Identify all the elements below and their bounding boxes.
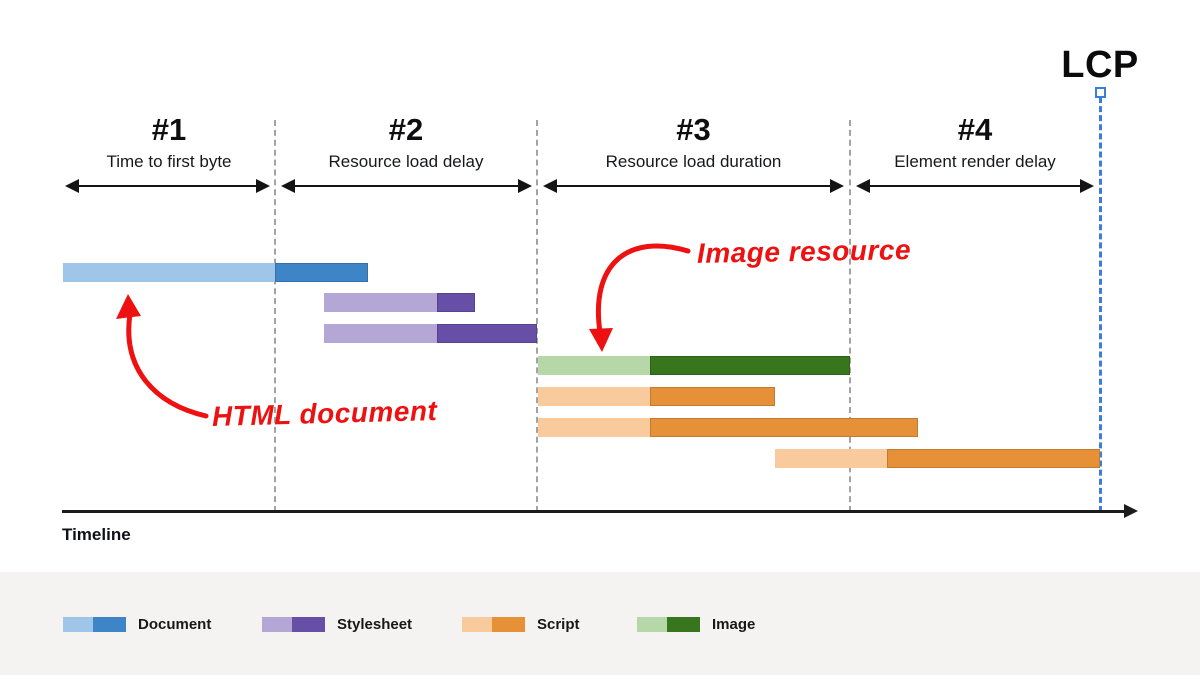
legend-band xyxy=(0,572,1200,675)
legend-swatch-stylesheet-dark xyxy=(292,617,325,632)
image-resource-annotation: Image resource xyxy=(696,234,912,269)
script-bar-segment-dark xyxy=(650,387,775,406)
document-bar-segment-light xyxy=(63,263,275,282)
phase-range-arrow-4 xyxy=(856,179,1094,193)
legend-label-script: Script xyxy=(537,616,580,633)
phase-range-arrow-3 xyxy=(543,179,844,193)
stylesheet-bar-segment-dark xyxy=(437,324,537,343)
script-bar-segment-light xyxy=(775,449,887,468)
curved-arrow-to-document-bar xyxy=(116,294,209,419)
timeline-axis xyxy=(62,510,1124,513)
lcp-label: LCP xyxy=(1061,44,1139,86)
legend-swatch-stylesheet xyxy=(262,617,325,632)
legend-swatch-image xyxy=(637,617,700,632)
curved-arrow-to-image-bar xyxy=(589,243,691,352)
phase-number-3: #3 xyxy=(676,112,711,147)
legend-swatch-image-dark xyxy=(667,617,700,632)
phase-number-1: #1 xyxy=(151,112,187,147)
stylesheet-bar-segment-light xyxy=(324,324,437,343)
legend-swatch-document-dark xyxy=(93,617,126,632)
legend-swatch-script xyxy=(462,617,525,632)
legend-swatch-script-dark xyxy=(492,617,525,632)
image-bar-segment-light xyxy=(538,356,650,375)
phase-range-arrow-1 xyxy=(65,179,270,193)
divider-line-2 xyxy=(536,120,538,512)
divider-line-3 xyxy=(849,120,851,512)
script-bar-segment-light xyxy=(538,418,650,437)
legend-swatch-image-light xyxy=(637,617,667,632)
phase-range-arrow-2 xyxy=(281,179,532,193)
phase-label-3: Resource load duration xyxy=(605,152,782,171)
legend-label-image: Image xyxy=(712,616,756,633)
script-bar-segment-dark xyxy=(650,418,918,437)
legend-swatch-stylesheet-light xyxy=(262,617,292,632)
legend-swatch-script-light xyxy=(462,617,492,632)
script-bar-segment-dark xyxy=(887,449,1100,468)
document-bar-segment-dark xyxy=(275,263,368,282)
lcp-dashed-line xyxy=(1099,97,1102,512)
phase-label-2: Resource load delay xyxy=(328,152,484,171)
stylesheet-bar-segment-light xyxy=(324,293,437,312)
timeline-axis-arrowhead-icon xyxy=(1124,504,1138,518)
phase-number-4: #4 xyxy=(957,112,993,147)
stylesheet-bar-segment-dark xyxy=(437,293,475,312)
phase-label-4: Element render delay xyxy=(894,152,1056,171)
divider-line-1 xyxy=(274,120,276,512)
script-bar-segment-light xyxy=(538,387,650,406)
phase-label-1: Time to first byte xyxy=(106,152,232,171)
legend-swatch-document xyxy=(63,617,126,632)
legend-label-stylesheet: Stylesheet xyxy=(337,616,413,633)
timeline-label: Timeline xyxy=(62,525,131,544)
html-document-annotation: HTML document xyxy=(211,395,438,432)
image-bar-segment-dark xyxy=(650,356,850,375)
phase-number-2: #2 xyxy=(388,112,424,147)
legend-label-document: Document xyxy=(138,616,212,633)
legend-swatch-document-light xyxy=(63,617,93,632)
